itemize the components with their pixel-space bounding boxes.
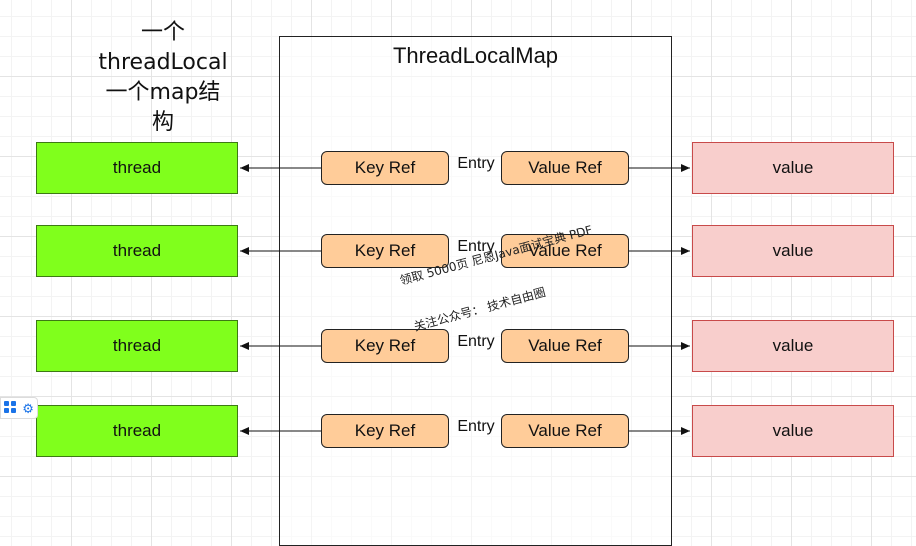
side-toolbar: ⚙ xyxy=(0,397,38,419)
diagram-title: 一个 threadLocal 一个map结 构 xyxy=(98,20,228,135)
value-node[interactable]: value xyxy=(692,405,894,457)
value-ref-node[interactable]: Value Ref xyxy=(501,151,629,185)
key-ref-node[interactable]: Key Ref xyxy=(321,151,449,185)
value-ref-node[interactable]: Value Ref xyxy=(501,414,629,448)
thread-node[interactable]: thread xyxy=(36,225,238,277)
thread-node[interactable]: thread xyxy=(36,320,238,372)
thread-node[interactable]: thread xyxy=(36,405,238,457)
threadlocalmap-title: ThreadLocalMap xyxy=(392,43,559,68)
key-ref-node[interactable]: Key Ref xyxy=(321,234,449,268)
threadlocalmap-box[interactable] xyxy=(279,36,672,546)
key-ref-node[interactable]: Key Ref xyxy=(321,329,449,363)
gear-icon[interactable]: ⚙ xyxy=(22,400,34,416)
entry-label: Entry xyxy=(457,418,495,435)
value-ref-node[interactable]: Value Ref xyxy=(501,329,629,363)
grid-apps-icon[interactable] xyxy=(4,401,17,415)
entry-label: Entry xyxy=(457,238,495,255)
value-ref-node[interactable]: Value Ref xyxy=(501,234,629,268)
entry-label: Entry xyxy=(457,155,495,172)
key-ref-node[interactable]: Key Ref xyxy=(321,414,449,448)
thread-node[interactable]: thread xyxy=(36,142,238,194)
value-node[interactable]: value xyxy=(692,225,894,277)
value-node[interactable]: value xyxy=(692,142,894,194)
value-node[interactable]: value xyxy=(692,320,894,372)
entry-label: Entry xyxy=(457,333,495,350)
